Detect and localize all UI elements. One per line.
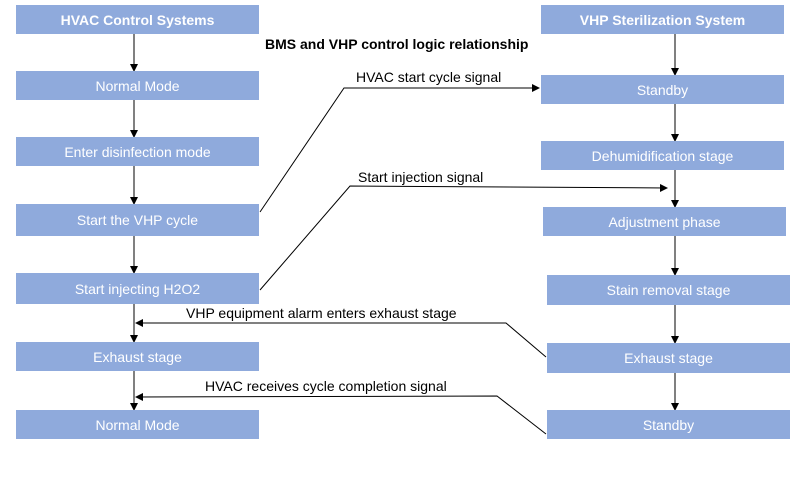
label-start-injection: Start injection signal (358, 169, 484, 185)
label-cycle-completion: HVAC receives cycle completion signal (205, 378, 447, 394)
right-step-standby-final: Standby (547, 410, 790, 439)
right-step-stain-removal: Stain removal stage (547, 275, 790, 305)
signal-line-hvac-start-cycle (259, 84, 540, 213)
right-step-adjustment: Adjustment phase (543, 207, 786, 236)
right-step-dehumidification: Dehumidification stage (541, 141, 784, 170)
diagram-title: BMS and VHP control logic relationship (265, 36, 529, 52)
left-step-normal-mode-final: Normal Mode (16, 410, 259, 439)
hvac-control-systems-header: HVAC Control Systems (16, 5, 259, 34)
left-step-exhaust-stage: Exhaust stage (16, 342, 259, 371)
signal-line-start-injection (259, 183, 668, 291)
label-alarm-exhaust: VHP equipment alarm enters exhaust stage (186, 305, 457, 321)
right-step-exhaust-stage: Exhaust stage (547, 343, 790, 373)
label-hvac-start-cycle: HVAC start cycle signal (356, 69, 502, 85)
signal-line-cycle-completion (135, 392, 547, 435)
left-step-start-injecting: Start injecting H2O2 (16, 273, 259, 304)
left-step-normal-mode: Normal Mode (16, 71, 259, 100)
left-step-start-vhp-cycle: Start the VHP cycle (16, 204, 259, 236)
left-step-enter-disinfection: Enter disinfection mode (16, 137, 259, 166)
right-step-standby: Standby (541, 75, 784, 104)
signal-line-alarm-exhaust (135, 319, 547, 358)
vhp-sterilization-system-header: VHP Sterilization System (541, 5, 784, 34)
